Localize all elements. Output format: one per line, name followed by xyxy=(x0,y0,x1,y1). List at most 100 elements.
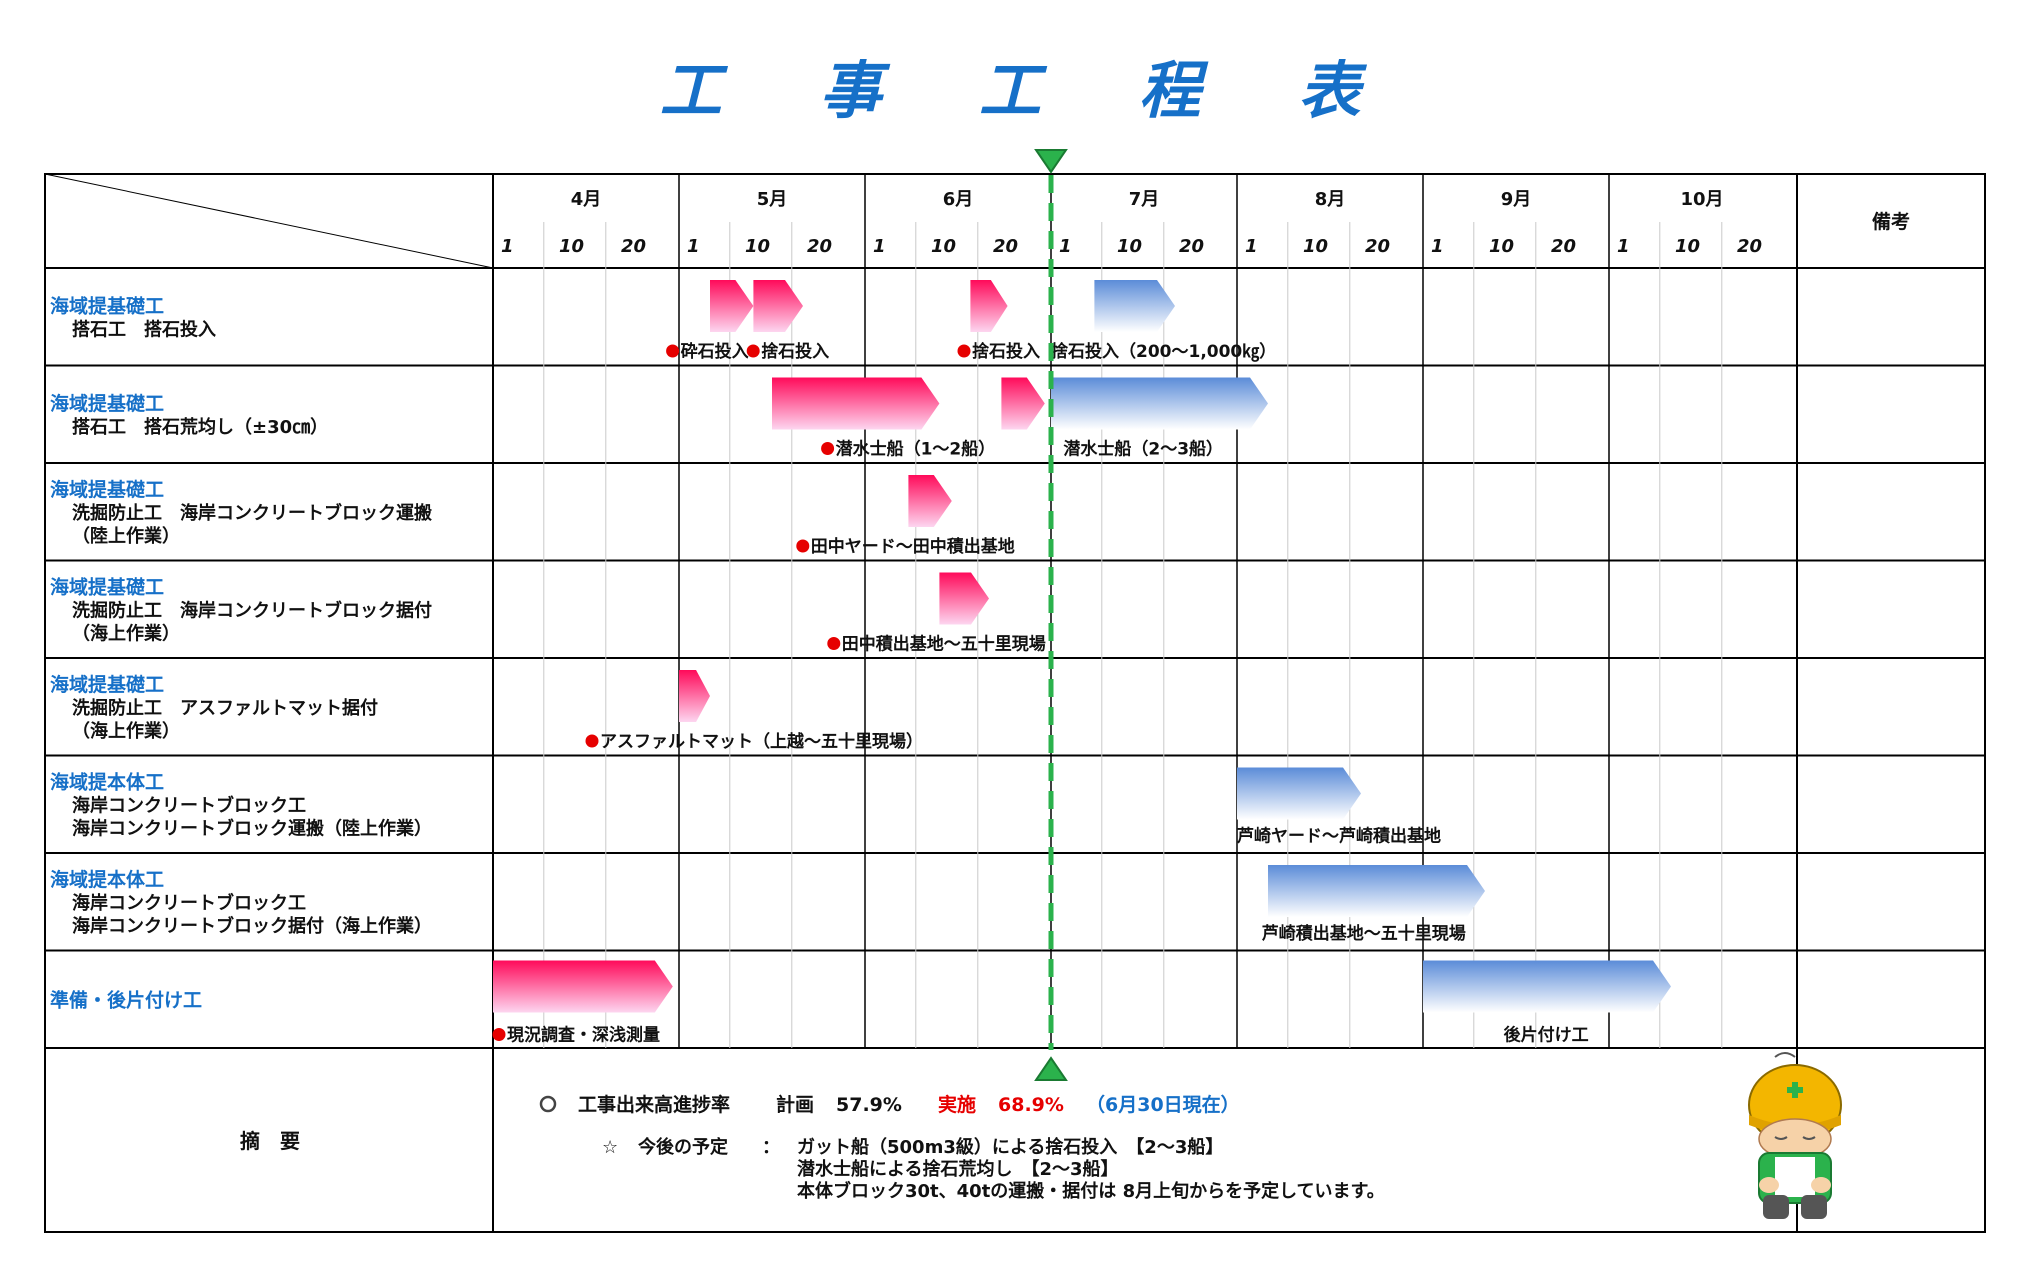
day-tick-label: 1 xyxy=(1059,236,1072,257)
bar-annotation: 芦崎ヤード～芦崎積出基地 xyxy=(1237,826,1441,847)
plan-bar xyxy=(1423,960,1671,1013)
row-category-label: 海域提基礎工 xyxy=(50,392,164,415)
day-tick-label: 10 xyxy=(1675,236,1700,257)
day-tick-label: 20 xyxy=(1551,236,1576,257)
actual-bar xyxy=(1001,377,1045,430)
month-label: 7月 xyxy=(1129,189,1160,210)
day-tick-label: 1 xyxy=(501,236,514,257)
remarks-header: 備考 xyxy=(1872,210,1910,233)
today-marker-top-icon xyxy=(1034,149,1068,174)
colon-separator: ： xyxy=(762,1137,780,1158)
bar-annotation: 田中ヤード～田中積出基地 xyxy=(811,536,1015,557)
schedule-grid xyxy=(45,174,1985,1049)
row-task-label: 海岸コンクリートブロック工 xyxy=(72,794,306,816)
row-task-label: 海岸コンクリートブロック据付（海上作業） xyxy=(72,915,432,937)
day-tick-label: 10 xyxy=(1489,236,1514,257)
day-tick-label: 1 xyxy=(1431,236,1444,257)
table-grid xyxy=(44,173,1986,1233)
row-category-label: 準備・後片付け工 xyxy=(50,988,202,1011)
day-tick-label: 1 xyxy=(873,236,886,257)
today-marker-bottom-icon xyxy=(1034,1056,1068,1081)
actual-bar xyxy=(679,670,710,722)
plan-bar xyxy=(1051,377,1268,430)
plan-bar xyxy=(1237,767,1361,820)
actual-bar xyxy=(493,960,673,1013)
day-tick-label: 1 xyxy=(1617,236,1630,257)
title-char: 事 xyxy=(819,54,882,127)
row-category-label: 海域提基礎工 xyxy=(50,478,164,501)
row-category-label: 海域提基礎工 xyxy=(50,575,164,598)
day-tick-label: 1 xyxy=(1245,236,1258,257)
title-char: 表 xyxy=(1298,54,1361,127)
actual-bar xyxy=(908,475,952,527)
row-task-label: 搭石工 搭石荒均し（±30㎝） xyxy=(72,416,328,438)
bar-annotations: 砕石投入捨石投入捨石投入捨石投入（200～1,000㎏）潜水士船（1～2船）潜水… xyxy=(492,341,1589,1046)
red-dot-icon xyxy=(666,344,680,358)
title-char: 工 xyxy=(659,54,722,127)
bar-annotation: 後片付け工 xyxy=(1504,1025,1589,1046)
bar-annotation: 潜水士船（2～3船） xyxy=(1063,439,1223,460)
day-tick-label: 20 xyxy=(1179,236,1204,257)
month-label: 4月 xyxy=(571,189,602,210)
red-dot-icon xyxy=(746,344,760,358)
row-task-label: 海岸コンクリートブロック運搬（陸上作業） xyxy=(72,817,432,839)
page-title: 工 事 工 程 表 xyxy=(0,40,2020,127)
red-dot-icon xyxy=(957,344,971,358)
row-task-label: （海上作業） xyxy=(72,622,180,644)
row-task-label: 洗掘防止工 アスファルトマット据付 xyxy=(72,697,378,719)
row-task-label: 搭石工 搭石投入 xyxy=(72,318,216,340)
bar-annotation: 捨石投入 xyxy=(761,341,829,362)
row-task-label: （海上作業） xyxy=(72,720,180,742)
actual-value: 68.9% xyxy=(998,1094,1064,1116)
today-marker xyxy=(1034,149,1068,1081)
future-line: ガット船（500m3級）による捨石投入 【2～3船】 xyxy=(797,1136,1223,1158)
day-tick-label: 10 xyxy=(1303,236,1328,257)
day-tick-label: 20 xyxy=(621,236,646,257)
plan-bar xyxy=(1094,280,1175,332)
row-task-label: （陸上作業） xyxy=(72,525,180,547)
actual-bar xyxy=(710,280,754,332)
row-category-label: 海域提基礎工 xyxy=(50,294,164,317)
day-tick-label: 10 xyxy=(931,236,956,257)
row-category-label: 海域提本体工 xyxy=(50,770,164,793)
month-label: 6月 xyxy=(943,189,974,210)
red-dot-icon xyxy=(585,734,599,748)
month-label: 10月 xyxy=(1680,189,1723,210)
bar-annotation: 潜水士船（1～2船） xyxy=(836,439,996,460)
day-tick-label: 10 xyxy=(745,236,770,257)
bar-annotation: 捨石投入 xyxy=(972,341,1040,362)
red-dot-icon xyxy=(492,1028,506,1041)
day-tick-label: 20 xyxy=(993,236,1018,257)
as-of-date: （6月30日現在） xyxy=(1086,1093,1240,1116)
day-tick-label: 20 xyxy=(1737,236,1762,257)
circle-bullet-icon xyxy=(539,1095,557,1113)
red-dot-icon xyxy=(827,637,841,650)
bar-annotation: 芦崎積出基地～五十里現場 xyxy=(1262,923,1466,944)
day-tick-label: 20 xyxy=(1365,236,1390,257)
day-tick-label: 20 xyxy=(807,236,832,257)
month-label: 5月 xyxy=(757,189,788,210)
day-tick-label: 10 xyxy=(559,236,584,257)
title-char: 工 xyxy=(978,54,1041,127)
row-task-label: 洗掘防止工 海岸コンクリートブロック運搬 xyxy=(72,502,432,524)
row-category-label: 海域提基礎工 xyxy=(50,673,164,696)
actual-bar xyxy=(939,572,989,625)
actual-bar xyxy=(753,280,803,332)
plan-value: 57.9% xyxy=(836,1094,902,1116)
worker-mascot-icon xyxy=(1748,1052,1842,1219)
month-label: 8月 xyxy=(1315,189,1346,210)
red-dot-icon xyxy=(796,539,810,553)
plan-label: 計画 xyxy=(776,1093,814,1116)
actual-bar xyxy=(772,377,940,430)
actual-label: 実施 xyxy=(938,1093,976,1116)
day-tick-label: 10 xyxy=(1117,236,1142,257)
bar-annotation: アスファルトマット（上越～五十里現場） xyxy=(600,731,923,752)
future-line: 潜水士船による捨石荒均し 【2～3船】 xyxy=(797,1158,1119,1180)
title-char: 程 xyxy=(1138,54,1201,127)
bar-annotation: 砕石投入 xyxy=(681,341,749,362)
actual-bar xyxy=(970,280,1008,332)
day-tick-label: 1 xyxy=(687,236,700,257)
